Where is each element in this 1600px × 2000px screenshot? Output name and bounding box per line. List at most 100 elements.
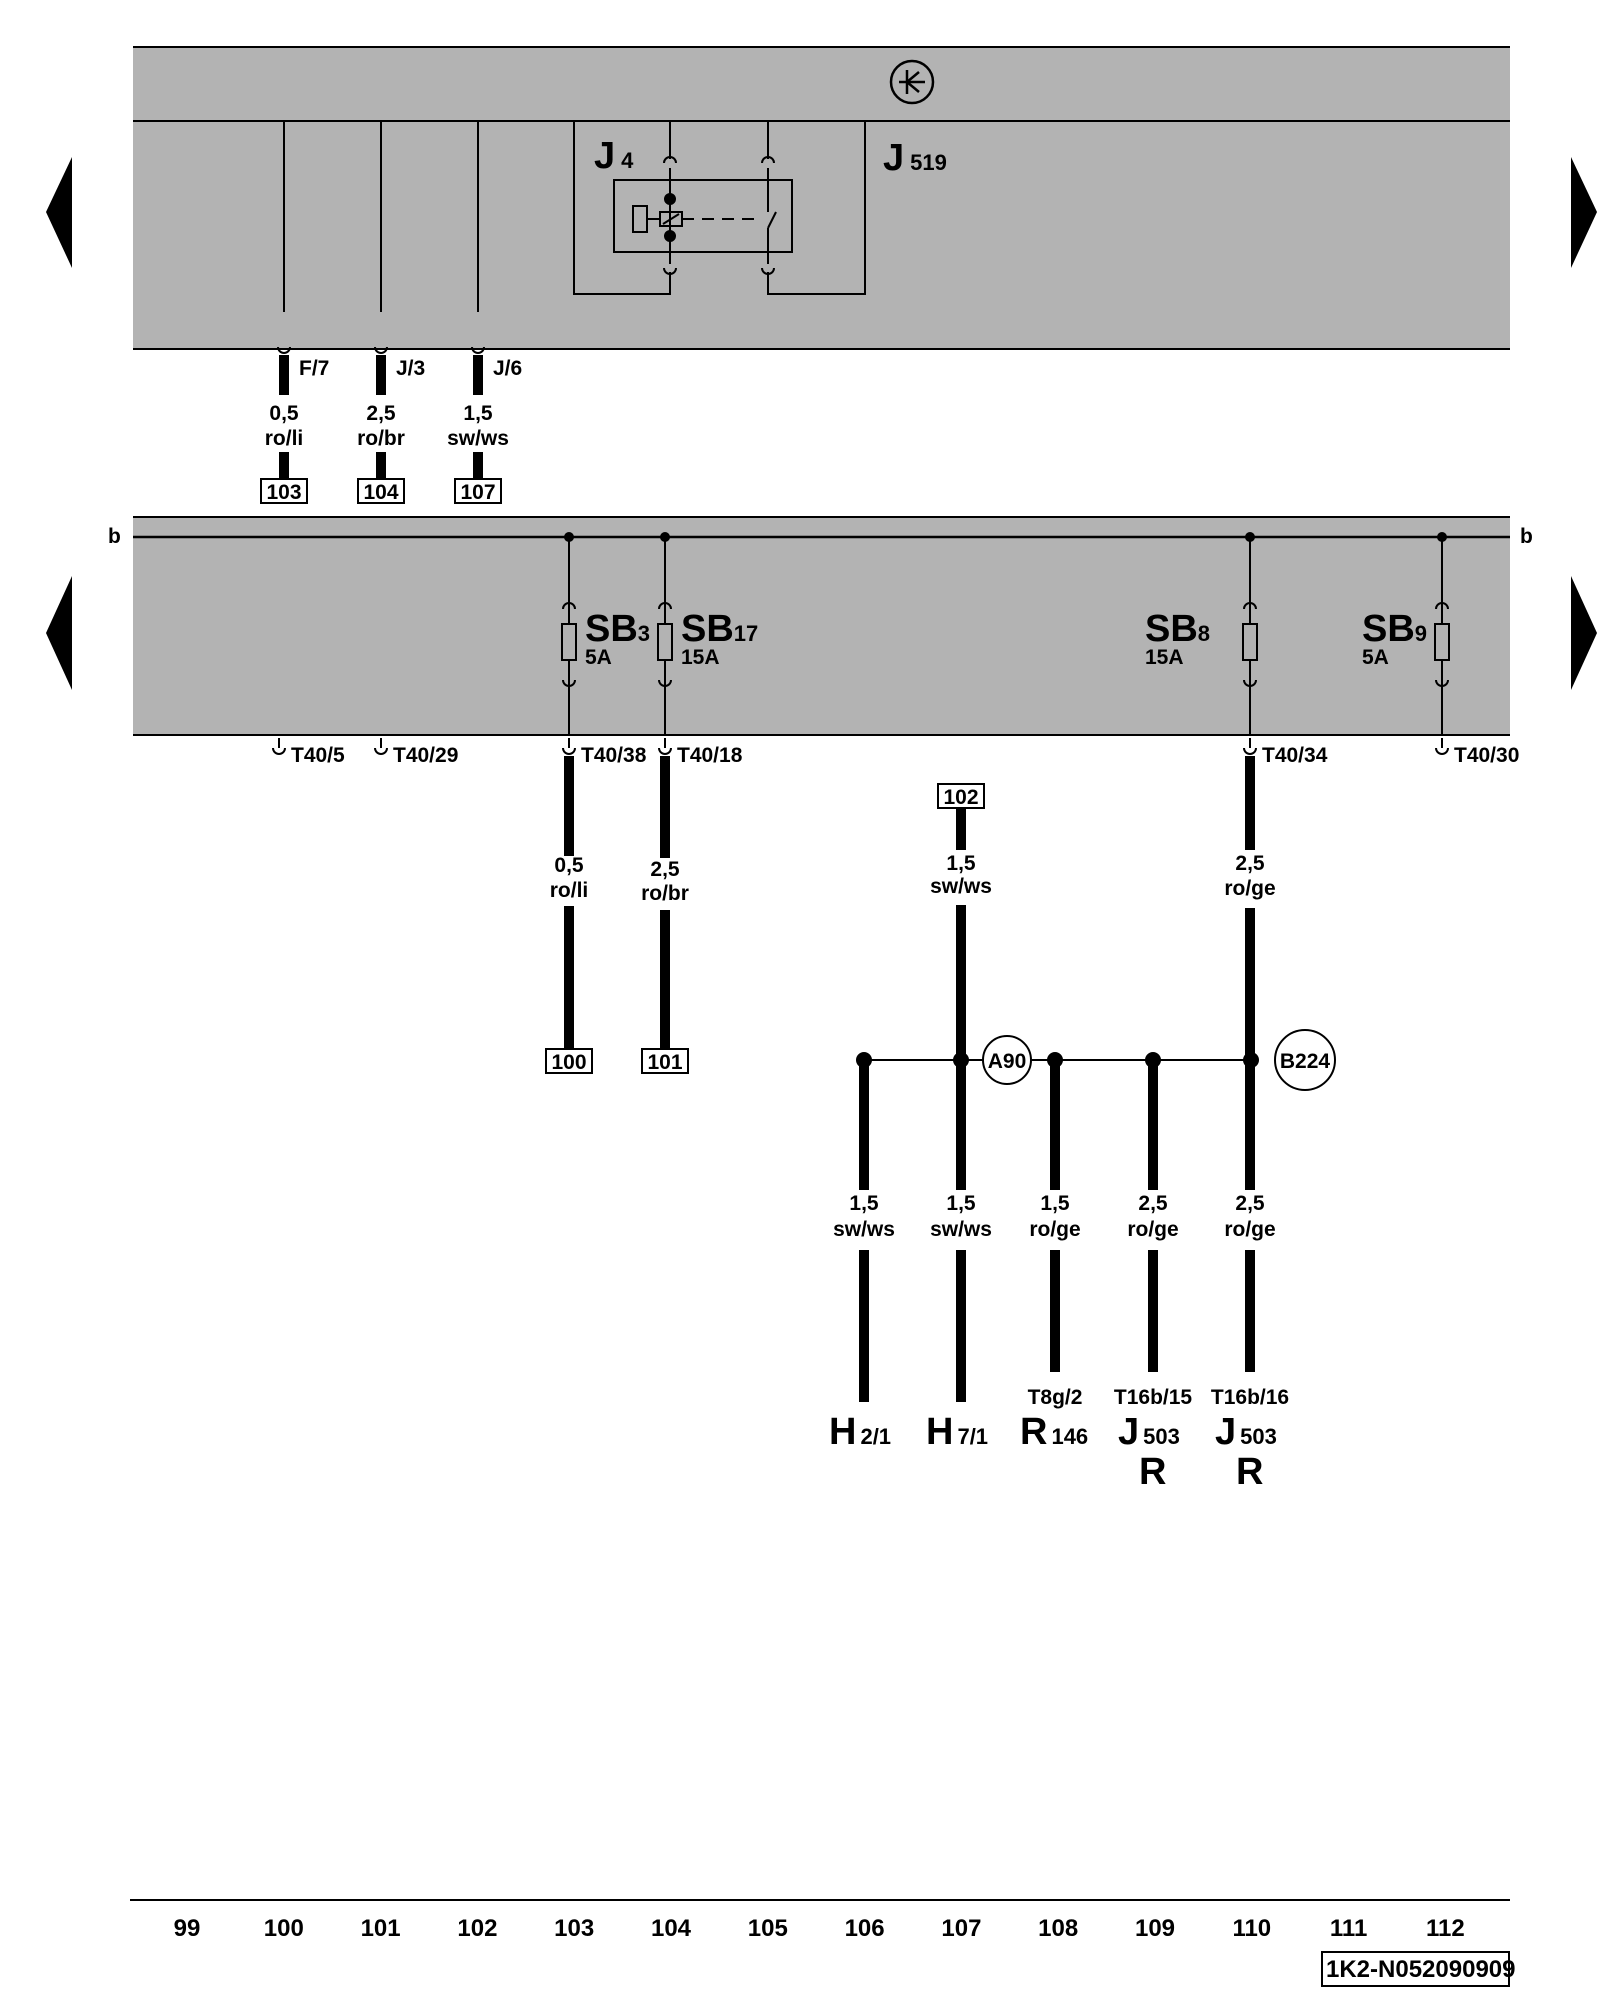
ref-label: 103 [266, 481, 301, 504]
top-wires: F/70,5ro/li103J/32,5ro/br104J/61,5sw/ws1… [260, 346, 522, 504]
arrow-right-icon[interactable] [1571, 157, 1597, 268]
column-number: 108 [1038, 1915, 1078, 1942]
ref-box[interactable] [454, 478, 502, 504]
ref-box[interactable] [641, 1048, 689, 1074]
svg-text:B224: B224 [1280, 1050, 1331, 1073]
terminal-label: T40/5 [291, 744, 345, 767]
wire-color: ro/ge [1224, 877, 1275, 900]
wire-gauge: 2,5 [1138, 1192, 1168, 1215]
terminal-label: T40/30 [1454, 744, 1519, 767]
connector-label: T16b/15 [1114, 1386, 1193, 1409]
column-number: 107 [941, 1915, 981, 1942]
wire-color: ro/br [641, 882, 689, 905]
arrow-left-icon[interactable] [46, 576, 72, 690]
wire-gauge: 1,5 [946, 1192, 976, 1215]
wire-gauge: 1,5 [1040, 1192, 1070, 1215]
column-number: 100 [264, 1915, 304, 1942]
diagram-id-box: 1K2-N052090909 [1321, 1951, 1515, 1987]
terminal-label: T40/29 [393, 744, 458, 767]
column-number: 110 [1232, 1915, 1271, 1942]
wire-color: ro/ge [1224, 1218, 1275, 1241]
wire-gauge: 0,5 [554, 854, 584, 877]
ref-box[interactable] [357, 478, 405, 504]
node-a90: A90 [982, 1035, 1032, 1085]
terminal-T40-29: T40/29 [374, 738, 458, 767]
mid-wire-ro-ge: 2,5ro/ge [1224, 756, 1276, 1060]
bus-label-right: b [1520, 525, 1533, 548]
connector-label: T16b/16 [1211, 1386, 1289, 1409]
wire-color: sw/ws [833, 1218, 895, 1241]
mid-wire-101: 2,5ro/br 101 [641, 756, 689, 1074]
pin-label: J/6 [493, 357, 522, 380]
arrow-left-icon[interactable] [46, 157, 72, 268]
terminal-T40-5: T40/5 [272, 738, 345, 767]
terminal-label: T40/34 [1262, 744, 1328, 767]
fuse-name: SB9 [1362, 608, 1427, 650]
terminal-T40-30: T40/30 [1435, 738, 1519, 767]
component-extra: R [1236, 1451, 1263, 1493]
top-internal-wires [283, 121, 479, 312]
wire-color: ro/ge [1127, 1218, 1178, 1241]
relay-j4 [573, 121, 866, 295]
ref-label: 101 [647, 1051, 682, 1074]
wire-gauge: 0,5 [269, 402, 299, 425]
node-b224: B224 [1274, 1029, 1336, 1091]
fuse-name: SB8 [1145, 608, 1210, 650]
pin-label: F/7 [299, 357, 329, 380]
svg-text:A90: A90 [988, 1050, 1027, 1073]
ref-label: 102 [943, 786, 978, 809]
arrow-right-icon[interactable] [1571, 576, 1597, 690]
fuse-rating: 15A [1145, 646, 1184, 669]
ref-box[interactable] [260, 478, 308, 504]
wire-gauge: 1,5 [463, 402, 493, 425]
connector-label: T8g/2 [1028, 1386, 1083, 1409]
wire-gauge: 2,5 [650, 858, 680, 881]
ref-label: 104 [363, 481, 398, 504]
module-j519 [133, 46, 1510, 350]
wire-gauge: 2,5 [1235, 1192, 1265, 1215]
ref-box[interactable] [937, 783, 985, 809]
ref-box[interactable] [545, 1048, 593, 1074]
column-number: 102 [457, 1915, 497, 1942]
wire-color: ro/br [357, 427, 405, 450]
column-number: 101 [361, 1915, 401, 1942]
ref-label: 100 [551, 1051, 586, 1074]
ref-label: 107 [460, 481, 495, 504]
fuse-icon [1242, 623, 1258, 661]
component-extra: R [1139, 1451, 1166, 1493]
terminal-T40-18: T40/18 [658, 738, 743, 767]
fuse-rating: 5A [585, 646, 612, 669]
wire-color: sw/ws [447, 427, 509, 450]
column-number: 104 [651, 1915, 692, 1942]
wire-gauge: 1,5 [946, 852, 976, 875]
mid-wires: 0,5ro/li1002,5ro/br1011021,5sw/ws2,5ro/g… [545, 756, 1276, 1074]
column-number: 105 [748, 1915, 788, 1942]
column-number: 112 [1426, 1915, 1465, 1942]
svg-text:1K2-N052090909: 1K2-N052090909 [1326, 1956, 1515, 1983]
fuse-rating: 15A [681, 646, 720, 669]
fuse-icon [561, 623, 577, 661]
column-number: 103 [554, 1915, 594, 1942]
column-number: 109 [1135, 1915, 1175, 1942]
ground-symbol-icon [889, 59, 935, 105]
